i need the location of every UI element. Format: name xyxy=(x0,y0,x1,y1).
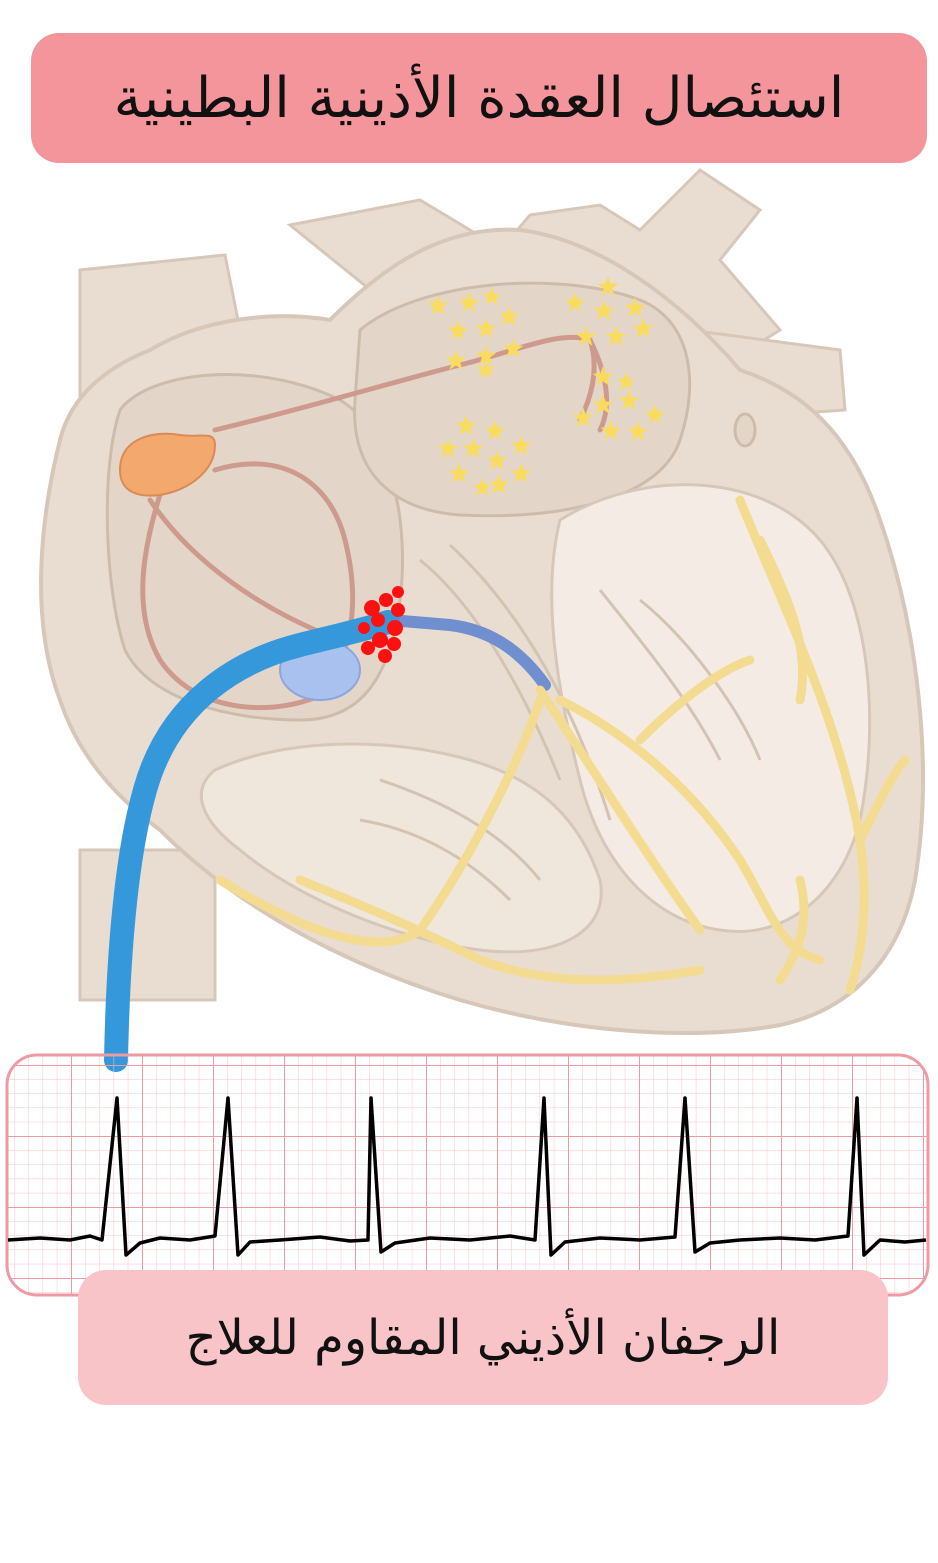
heart-illustration xyxy=(39,168,925,1072)
title-banner: استئصال العقدة الأذينية البطينية xyxy=(31,33,927,163)
inferior-vena-cava xyxy=(78,848,217,1002)
page-title: استئصال العقدة الأذينية البطينية xyxy=(113,65,845,131)
valve-ring xyxy=(733,412,757,448)
ablation-dots-icon xyxy=(358,586,405,663)
sa-node-icon xyxy=(118,432,217,497)
ecg-strip-icon xyxy=(5,1053,930,1297)
his-bundle xyxy=(384,614,551,691)
ecg-trace xyxy=(7,1096,927,1257)
left-atrium xyxy=(353,281,692,518)
caption-banner: الرجفان الأذيني المقاوم للعلاج xyxy=(78,1270,888,1405)
conduction-fibers-icon xyxy=(215,495,910,995)
catheter-icon xyxy=(104,610,400,1072)
page-caption: الرجفان الأذيني المقاوم للعلاج xyxy=(185,1309,781,1366)
